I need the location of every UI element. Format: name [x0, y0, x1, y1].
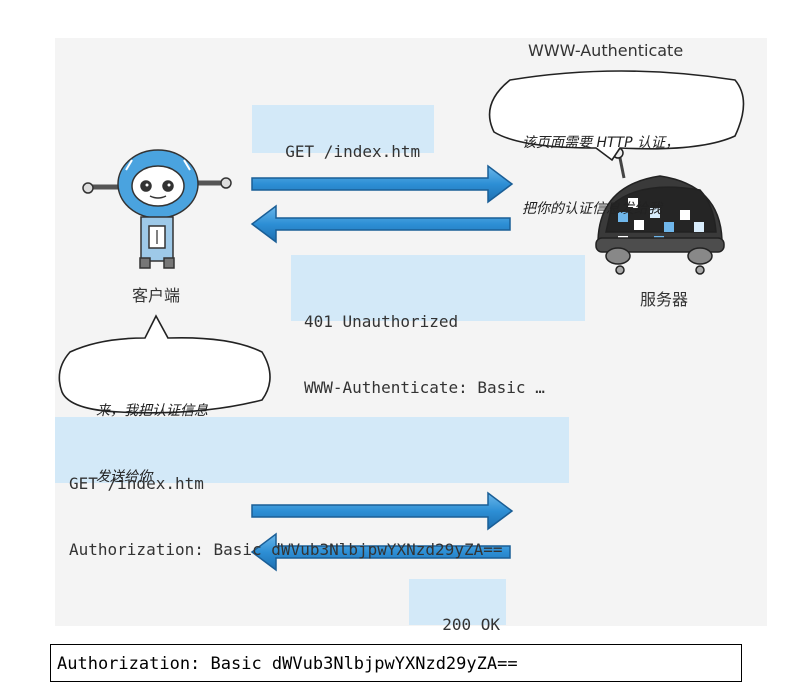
arrow-left-icon	[250, 204, 511, 244]
server-speech-bubble	[488, 70, 745, 162]
client-label: 客户端	[132, 286, 181, 305]
arrow-right-icon	[251, 491, 514, 531]
request-line: GET /index.htm	[285, 142, 421, 161]
server-header-label: WWW-Authenticate	[528, 41, 684, 60]
status-line: 401 Unauthorized	[304, 312, 459, 331]
server-bubble-line: 把你的认证信息发给我	[522, 201, 662, 217]
server-bubble-text: 该页面需要 HTTP 认证， 把你的认证信息发给我	[522, 88, 679, 242]
client-bubble-line: 发送给你	[96, 469, 152, 485]
status-line: 200 OK	[442, 615, 501, 634]
request-box-2: GET /index.htm Authorization: Basic dWVu…	[55, 417, 569, 559]
server-label: 服务器	[640, 290, 689, 309]
client-speech-bubble	[58, 314, 271, 414]
server-bubble-line: 该页面需要 HTTP 认证，	[522, 135, 679, 151]
request-box-1: GET /index.htm	[252, 105, 434, 161]
header-line: Authorization: Basic dWVub3NlbjpwYXNzd29…	[69, 540, 503, 559]
client-robot-icon	[82, 149, 232, 269]
request-line: GET /index.htm	[69, 474, 204, 493]
header-line: WWW-Authenticate: Basic …	[304, 378, 545, 397]
response-box-2: 200 OK	[409, 579, 506, 634]
client-bubble-line: 来，我把认证信息	[96, 403, 208, 419]
arrow-left-icon	[250, 532, 511, 572]
client-bubble-text: 来，我把认证信息 发送给你	[96, 356, 208, 510]
server-robot-icon	[595, 147, 725, 275]
response-box-1: 401 Unauthorized WWW-Authenticate: Basic…	[291, 255, 585, 397]
arrow-right-icon	[251, 164, 514, 204]
authorization-code-line: Authorization: Basic dWVub3NlbjpwYXNzd29…	[50, 644, 742, 682]
